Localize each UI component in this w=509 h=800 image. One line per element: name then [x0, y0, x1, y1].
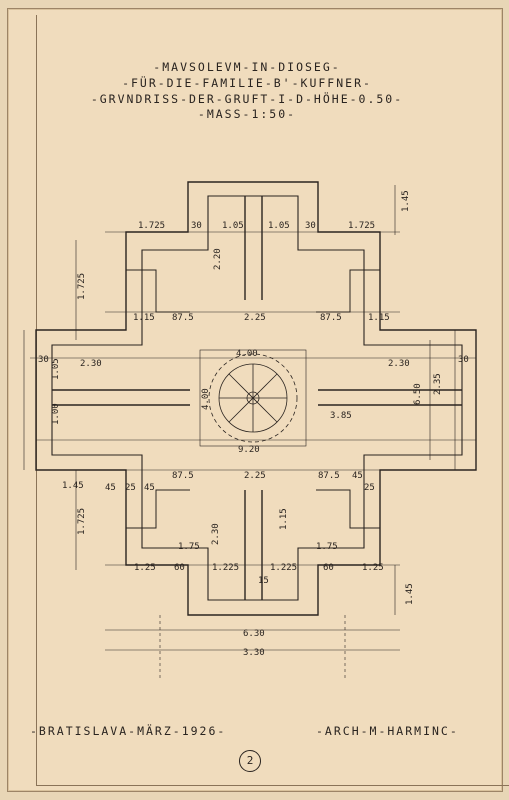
title-line-3: -GRVNDRISS-DER-GRUFT-I-D-HÖHE-0.50- [90, 92, 404, 106]
dim-bottom-1: 1.25 [134, 563, 156, 573]
dim-lower-center-vertical-1: 2.30 [211, 523, 221, 545]
dim-lower-1: 87.5 [172, 471, 194, 481]
dim-overall-a: 6.30 [243, 629, 265, 639]
inner-wall [51, 195, 463, 601]
dim-bottom-4: 1.225 [270, 563, 297, 573]
dim-bottom-mid: 15 [258, 576, 269, 586]
title-line-2: -FÜR-DIE-FAMILIE-B'-KUFFNER- [122, 76, 372, 90]
niche-br [316, 489, 380, 529]
dim-bottom-small-1: 1.75 [178, 542, 200, 552]
footer-place-date: -BRATISLAVA-MÄRZ-1926- [30, 724, 227, 738]
dim-bottom-right: 1.45 [405, 583, 415, 605]
dim-lower-4: 45 [352, 471, 363, 481]
dim-circle-diameter: 4.00 [236, 349, 258, 359]
dim-top-2: 30 [191, 221, 202, 231]
dim-lower-3: 87.5 [318, 471, 340, 481]
dim-top-4: 1.05 [268, 221, 290, 231]
dim-left-lower-1: 1.45 [62, 481, 84, 491]
central-chamber [199, 349, 307, 447]
dim-vert-left-2: 1.00 [51, 403, 61, 425]
dim-top-3: 1.05 [222, 221, 244, 231]
dim-right-small: 30 [458, 355, 469, 365]
dim-left-small: 30 [38, 355, 49, 365]
footer-architect: -ARCH-M-HARMINC- [316, 724, 459, 738]
title-line-1: -MAVSOLEVM-IN-DIOSEG- [153, 60, 341, 74]
dimension-lines [23, 185, 476, 680]
dim-right-vert-1: 6.50 [413, 383, 423, 405]
dim-upper-3: 2.25 [244, 313, 266, 323]
dim-bottom-3: 1.225 [212, 563, 239, 573]
dim-upper-5: 1.15 [368, 313, 390, 323]
niche-tr [316, 269, 380, 313]
dim-top-5: 30 [305, 221, 316, 231]
dim-right-vert-2: 2.35 [433, 373, 443, 395]
dim-circle-vertical: 4.00 [201, 388, 211, 410]
dim-right-arrow: 3.85 [330, 411, 352, 421]
dim-left-mid: 2.30 [80, 359, 102, 369]
dim-left-lower-2: 45 [105, 483, 116, 493]
dim-left-lower-5: 1.725 [77, 508, 87, 535]
dim-bottom-2: 60 [174, 563, 185, 573]
title-line-4: -MASS-1:50- [197, 107, 297, 121]
outer-wall [35, 181, 477, 616]
dim-top-6: 1.725 [348, 221, 375, 231]
dim-upper-4: 87.5 [320, 313, 342, 323]
dim-top-right: 1.45 [401, 190, 411, 212]
dim-upper-1: 1.15 [133, 313, 155, 323]
dim-bottom-5: 60 [323, 563, 334, 573]
spiral-stair [208, 353, 298, 443]
dim-bottom-6: 1.25 [362, 563, 384, 573]
dim-lower-2: 2.25 [244, 471, 266, 481]
dim-left-lower-4: 45 [144, 483, 155, 493]
niche-tl [126, 269, 190, 313]
dim-vert-left-1: 1.05 [51, 358, 61, 380]
dim-left-upper: 1.725 [77, 273, 87, 300]
dim-overall-b: 3.30 [243, 648, 265, 658]
sheet-number: 2 [239, 750, 261, 772]
dim-top-center-vertical: 2.20 [213, 248, 223, 270]
dim-lower-center-vertical-2: 1.15 [279, 508, 289, 530]
dim-center-span: 9.20 [238, 445, 260, 455]
dim-top-1: 1.725 [138, 221, 165, 231]
dim-bottom-small-2: 1.75 [316, 542, 338, 552]
dim-right-25: 25 [364, 483, 375, 493]
niche-bl [126, 489, 190, 529]
dim-right-mid: 2.30 [388, 359, 410, 369]
dim-upper-2: 87.5 [172, 313, 194, 323]
dim-left-lower-3: 25 [125, 483, 136, 493]
